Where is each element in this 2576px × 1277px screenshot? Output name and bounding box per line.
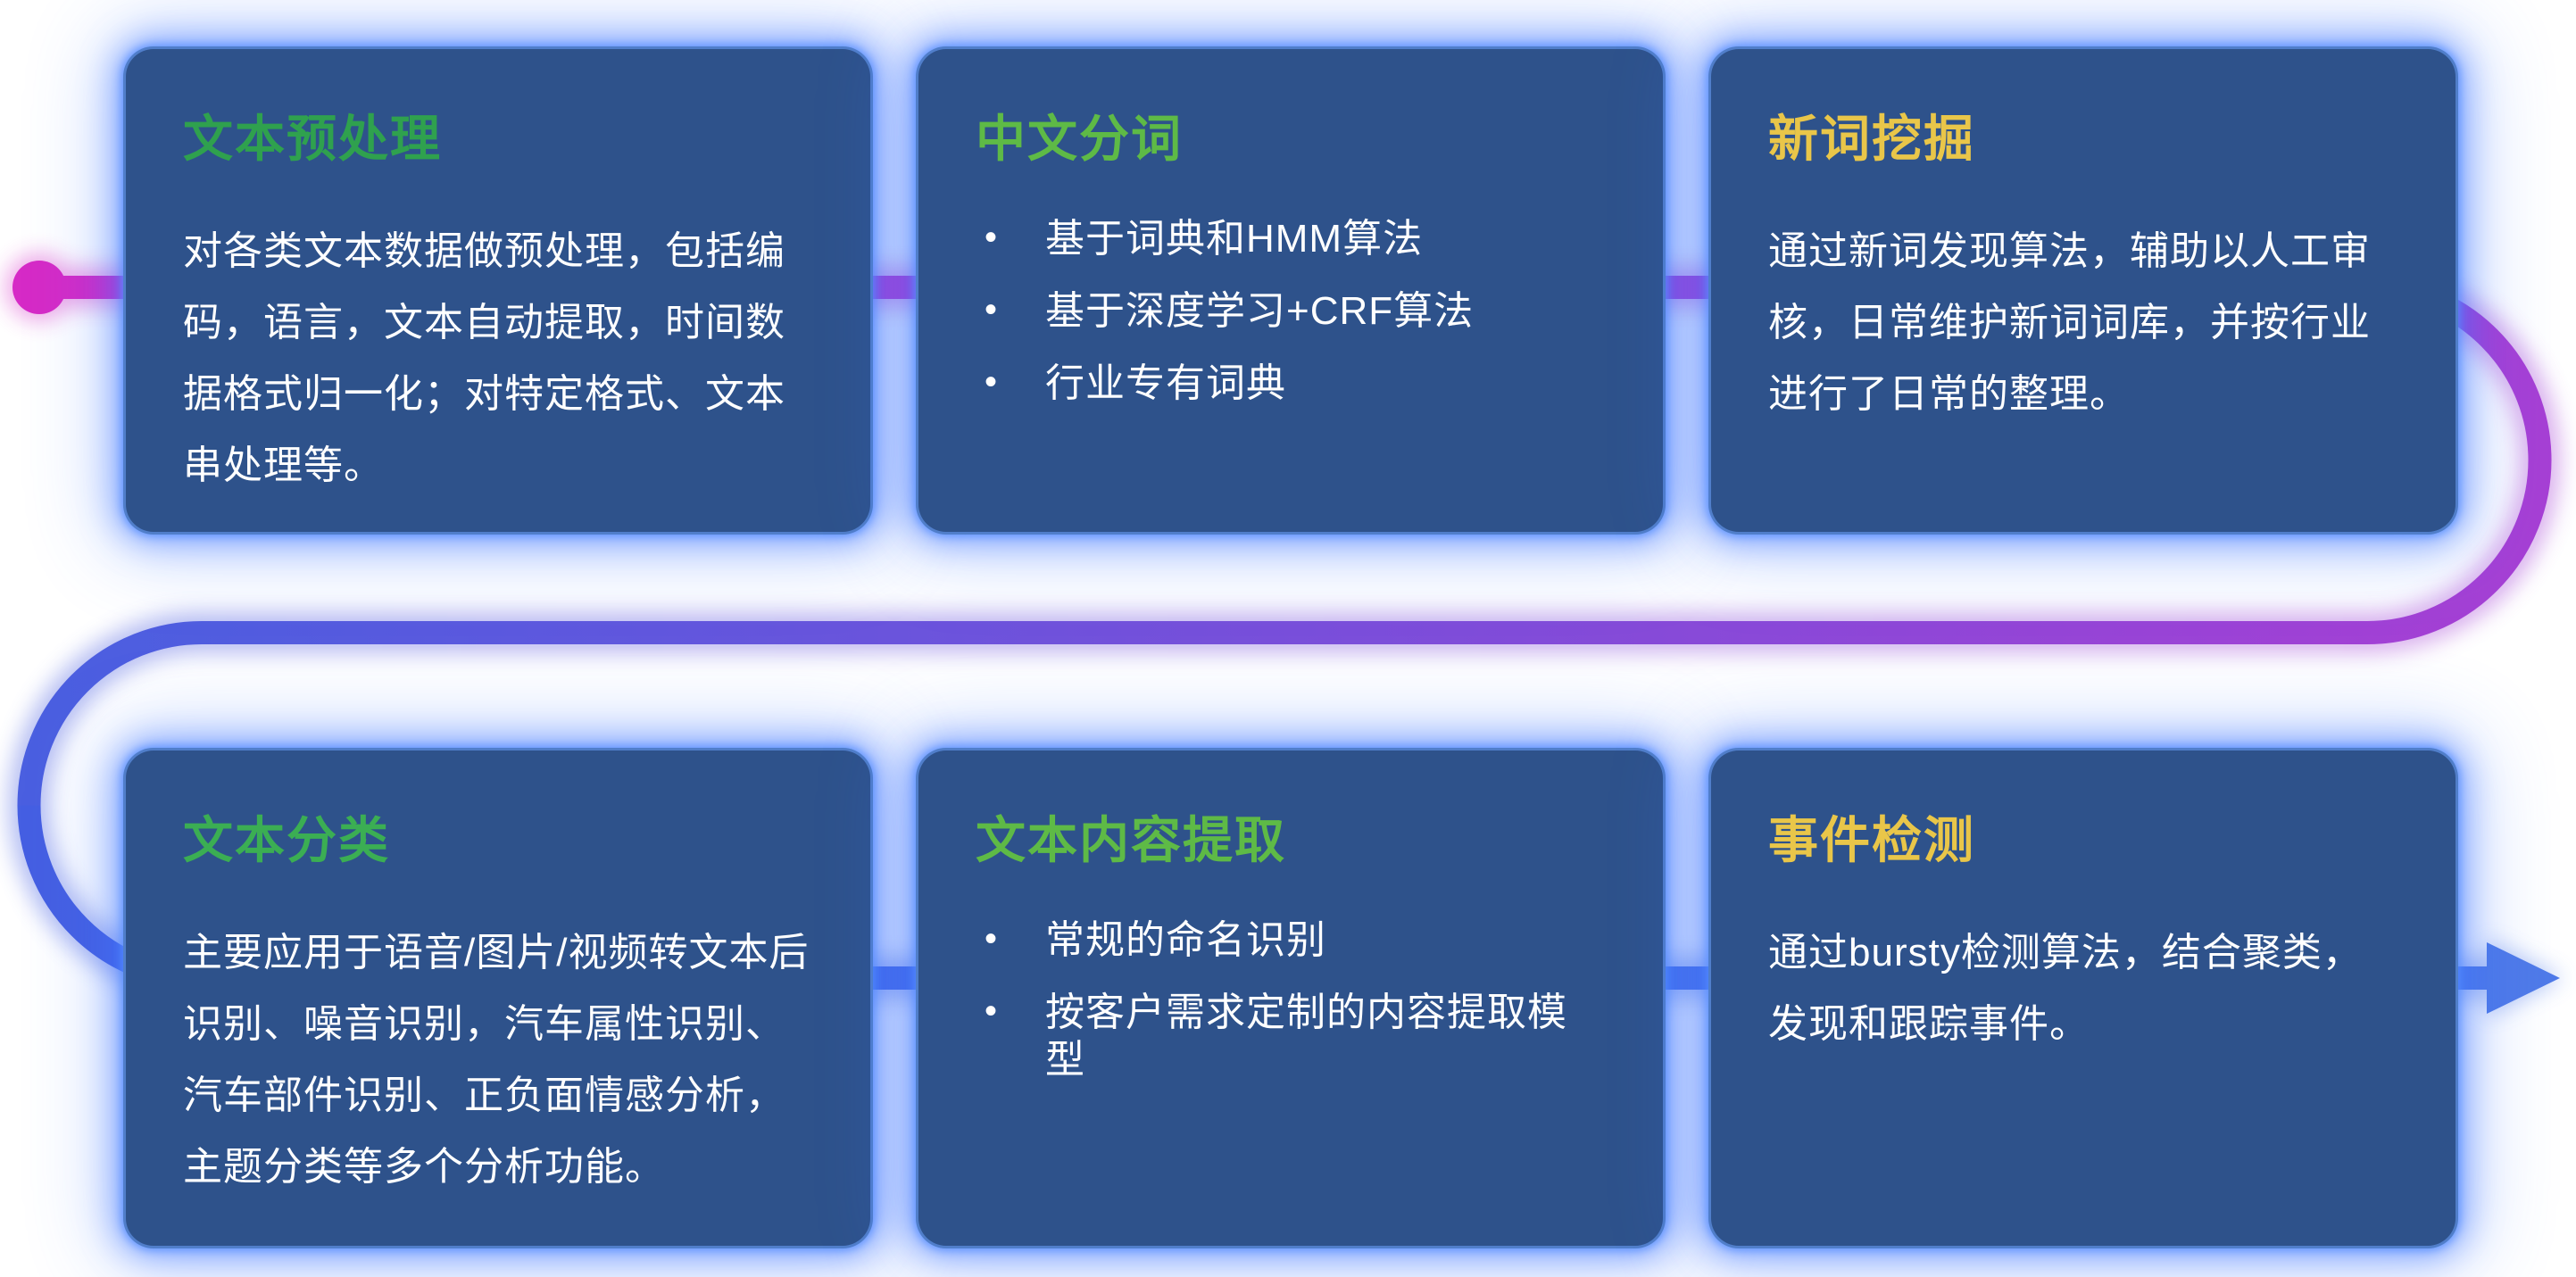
card-event-detection: 事件检测 通过bursty检测算法，结合聚类，发现和跟踪事件。 [1708,748,2458,1248]
card-body: 主要应用于语音/图片/视频转文本后识别、噪音识别，汽车属性识别、汽车部件识别、正… [183,931,810,1190]
card-text-content-extraction: 文本内容提取 常规的命名识别 按客户需求定制的内容提取模型 [916,748,1666,1248]
card-body: 通过bursty检测算法，结合聚类，发现和跟踪事件。 [1768,931,2363,1047]
bullet-item: 基于词典和HMM算法 [976,216,1606,263]
bullet-item: 行业专有词典 [976,361,1606,408]
bullet-item: 按客户需求定制的内容提取模型 [976,990,1606,1084]
bullet-text: 行业专有词典 [1045,361,1286,405]
card-title: 文本预处理 [183,111,442,167]
flow-segment-middle [17,460,2552,806]
flow-arrow-icon [2487,942,2560,1014]
card-chinese-word-segmentation: 中文分词 基于词典和HMM算法 基于深度学习+CRF算法 行业专有词典 [916,46,1666,535]
bullet-text: 按客户需求定制的内容提取模型 [1045,990,1567,1082]
card-body: 通过新词发现算法，辅助以人工审核，日常维护新词词库，并按行业进行了日常的整理。 [1768,229,2371,417]
card-body: 对各类文本数据做预处理，包括编码，语言，文本自动提取，时间数据格式归一化；对特定… [183,229,785,488]
bullet-text: 基于词典和HMM算法 [1045,217,1424,261]
card-title: 事件检测 [1768,812,1975,868]
card-bullet-list: 常规的命名识别 按客户需求定制的内容提取模型 [976,917,1606,1083]
card-text-classification: 文本分类 主要应用于语音/图片/视频转文本后识别、噪音识别，汽车属性识别、汽车部… [123,748,873,1248]
card-title: 文本内容提取 [976,812,1286,868]
bullet-text: 常规的命名识别 [1045,918,1326,962]
card-text-preprocessing: 文本预处理 对各类文本数据做预处理，包括编码，语言，文本自动提取，时间数据格式归… [123,46,873,535]
card-title: 新词挖掘 [1768,111,1975,167]
card-title: 文本分类 [183,812,390,868]
card-new-word-mining: 新词挖掘 通过新词发现算法，辅助以人工审核，日常维护新词词库，并按行业进行了日常… [1708,46,2458,535]
bullet-item: 常规的命名识别 [976,917,1606,965]
card-bullet-list: 基于词典和HMM算法 基于深度学习+CRF算法 行业专有词典 [976,216,1606,407]
card-title: 中文分词 [976,111,1183,167]
bullet-item: 基于深度学习+CRF算法 [976,288,1606,336]
bullet-text: 基于深度学习+CRF算法 [1045,288,1475,333]
